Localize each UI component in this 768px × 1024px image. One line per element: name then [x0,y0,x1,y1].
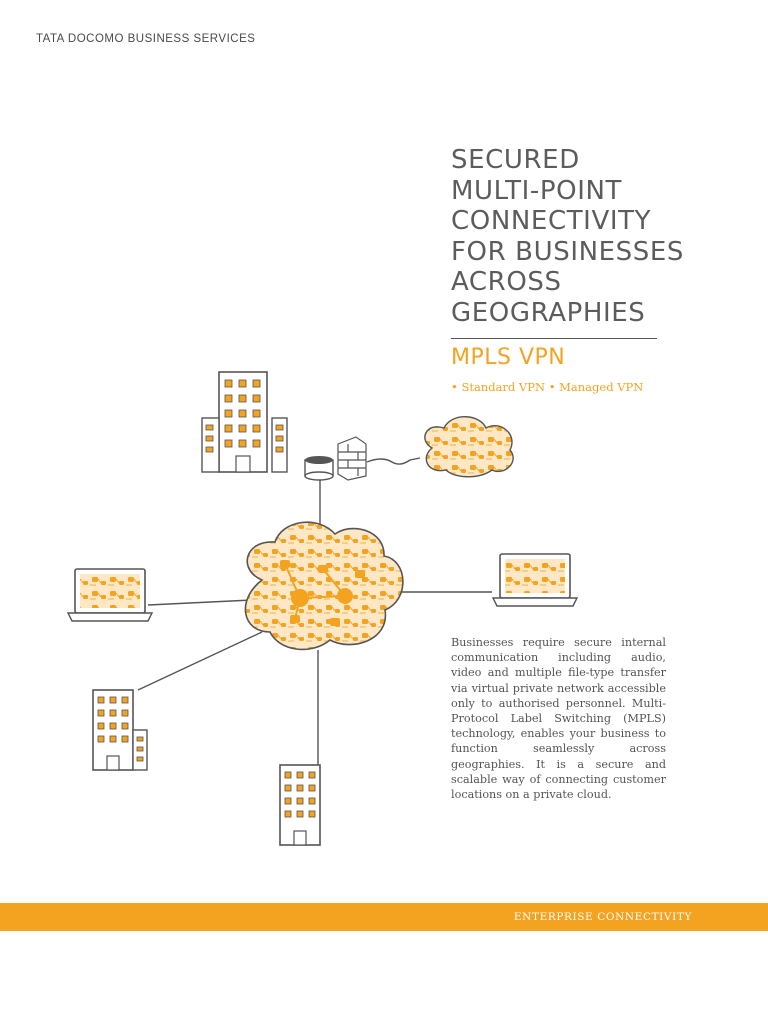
company-name: TATA DOCOMO BUSINESS SERVICES [36,33,256,45]
footer-bar: ENTERPRISE CONNECTIVITY [0,903,768,931]
firewall-icon [337,436,367,481]
product-name: MPLS VPN [451,345,566,370]
database-icon [304,456,334,481]
network-diagram [66,371,579,846]
building-icon [201,371,288,473]
title-line: CONNECTIVITY [451,206,652,236]
title-line: FOR BUSINESSES [451,236,685,267]
internet-cloud-icon [424,416,514,478]
building-icon [92,689,148,771]
footer-label: ENTERPRISE CONNECTIVITY [513,911,692,923]
page-title: SECURED MULTI-POINT CONNECTIVITY FOR BUS… [451,145,751,328]
title-line: GEOGRAPHIES [451,297,646,328]
title-line: MULTI-POINT [451,175,623,206]
title-divider [451,338,657,339]
title-line: SECURED [451,145,580,175]
product-variants: • Standard VPN • Managed VPN [451,380,644,394]
private-cloud-icon [244,521,404,651]
laptop-icon [491,553,579,607]
building-icon [279,764,321,846]
description-paragraph: Businesses require secure internal commu… [451,636,666,802]
laptop-icon [66,568,154,622]
title-line: ACROSS [451,267,562,297]
